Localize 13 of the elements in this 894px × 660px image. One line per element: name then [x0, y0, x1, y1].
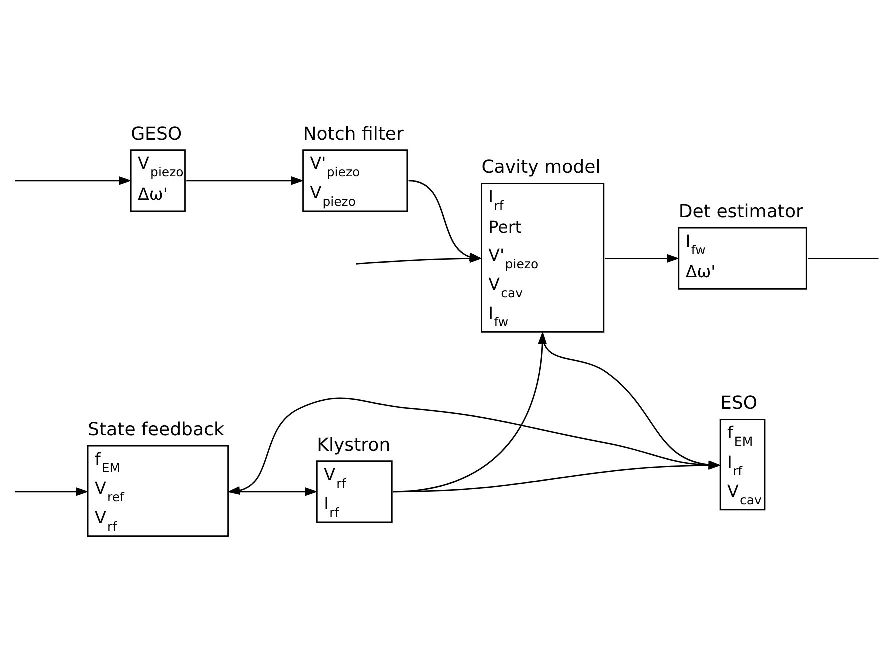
arrow — [186, 176, 304, 185]
arrow — [605, 254, 680, 263]
connector — [808, 257, 879, 259]
node-label: Cavity model — [482, 156, 601, 178]
arrow — [15, 487, 89, 496]
arrow — [15, 176, 132, 185]
node-label: Klystron — [317, 434, 391, 456]
node-label: GESO — [131, 123, 182, 144]
node-label: State feedback — [88, 419, 224, 440]
arrow — [230, 487, 318, 496]
node-label: Notch filter — [303, 123, 404, 144]
node-label: ESO — [720, 392, 758, 414]
node-label: Det estimator — [678, 201, 804, 222]
